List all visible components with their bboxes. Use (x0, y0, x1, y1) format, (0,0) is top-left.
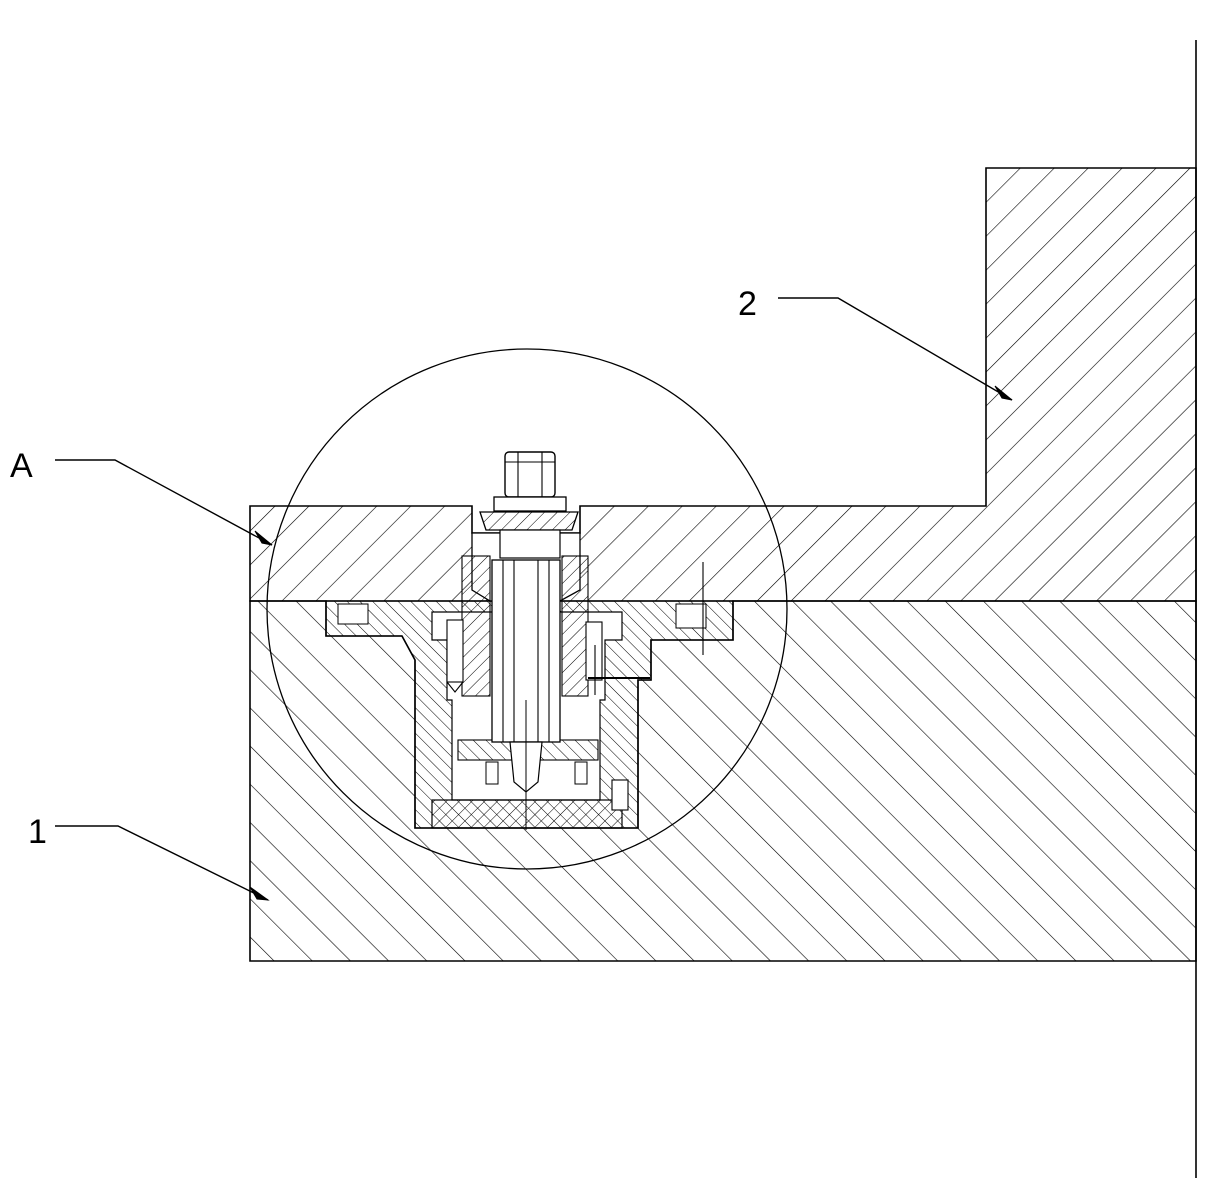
leader-a (55, 460, 272, 545)
leader-2 (778, 298, 1012, 400)
top-nut (505, 452, 555, 497)
label-a: A (10, 447, 33, 485)
counterbore-right (676, 604, 706, 628)
pin-bottom-left (486, 762, 498, 784)
collar (500, 530, 560, 558)
upper-plate-part-2 (250, 168, 1196, 601)
bottom-cap (432, 800, 622, 828)
screw-right (586, 622, 602, 680)
base-block-part-1 (250, 601, 1196, 961)
label-1: 1 (28, 813, 47, 851)
screw-left (447, 620, 463, 682)
washer-upper (494, 497, 566, 511)
sleeve-right (562, 556, 588, 696)
pin-bottom-right (575, 762, 587, 784)
label-2: 2 (738, 285, 757, 323)
washer-lower (480, 512, 578, 530)
leader-1 (55, 826, 268, 900)
sleeve-left (462, 556, 490, 696)
counterbore-left (338, 604, 368, 624)
bolt-bottom-right (612, 780, 628, 810)
